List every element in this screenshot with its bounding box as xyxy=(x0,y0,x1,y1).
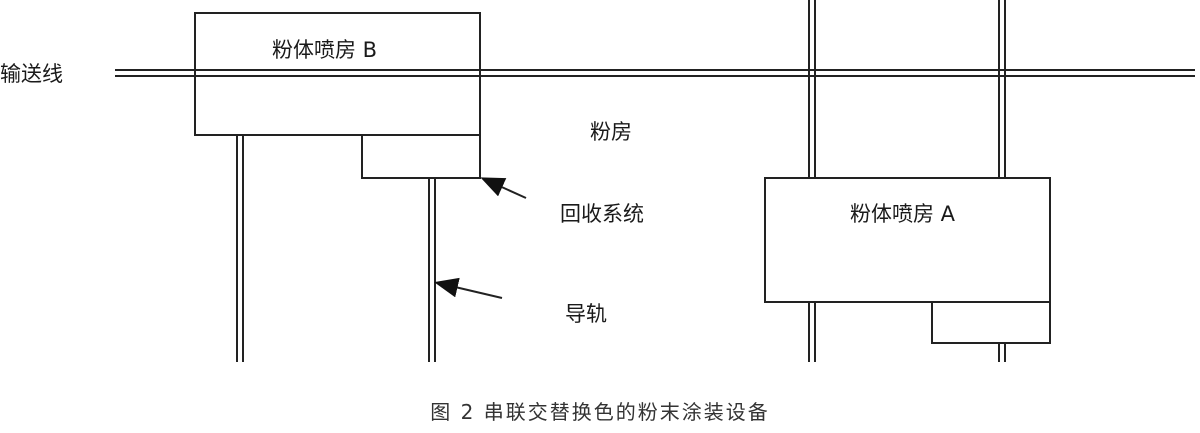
booth-b-box xyxy=(194,12,481,136)
guide-rail-label: 导轨 xyxy=(565,302,607,326)
recovery-box-a xyxy=(931,301,1051,344)
recovery-arrow xyxy=(480,177,527,199)
rail-arrow xyxy=(434,277,503,299)
booth-b-label: 粉体喷房 B xyxy=(272,38,378,62)
rail-a-right xyxy=(998,0,1006,362)
figure-caption: 图 2 串联交替换色的粉末涂装设备 xyxy=(430,400,770,424)
conveyor-label: 输送线 xyxy=(0,62,63,86)
recovery-box-b xyxy=(361,134,481,179)
conveyor-line xyxy=(115,69,1195,77)
recovery-system-label: 回收系统 xyxy=(560,202,644,226)
booth-a-label: 粉体喷房 A xyxy=(850,202,956,226)
booth-a-box xyxy=(764,177,1051,303)
rail-a-left xyxy=(808,0,816,362)
rail-b-right xyxy=(428,178,436,362)
rail-b-left xyxy=(236,135,244,362)
powder-room-label: 粉房 xyxy=(590,120,632,144)
